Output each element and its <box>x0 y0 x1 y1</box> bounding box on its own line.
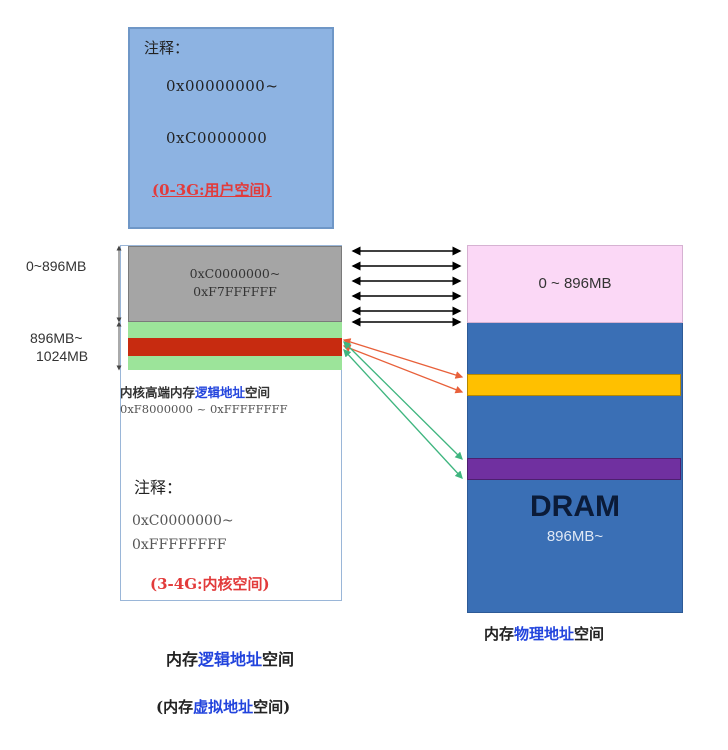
user-space-box: 注释： 0x00000000~ 0xC0000000 (0-3G:用户空间) <box>128 27 334 229</box>
high-mem-band-green-top <box>128 322 342 338</box>
high-mem-band-green-bottom <box>128 356 342 370</box>
label-high-range-line1: 896MB~ <box>30 330 83 346</box>
high-mem-green-arrow <box>343 349 463 479</box>
high-mem-green-arrow <box>343 341 463 460</box>
phys-caption-highlight: 物理地址 <box>514 625 575 643</box>
phys-low-label: 0 ~ 896MB <box>538 275 612 292</box>
kernel-direct-map-region: 0xC0000000~ 0xF7FFFFFF <box>128 246 342 322</box>
kernel-range-start: 0xC0000000~ <box>132 513 234 529</box>
phys-caption-prefix: 内存 <box>484 625 515 643</box>
phys-mapped-band-yellow <box>467 374 681 396</box>
high-mem-band-red <box>128 338 342 356</box>
phys-caption-suffix: 空间 <box>574 625 605 643</box>
physical-space-caption: 内存物理地址空间 <box>484 623 604 644</box>
user-range-start: 0x00000000~ <box>166 77 279 95</box>
kernel-high-mem-label: 内核高端内存逻辑地址空间 <box>120 382 270 401</box>
kernel-range-end: 0xFFFFFFFF <box>132 537 227 553</box>
label-low-range: 0~896MB <box>26 258 87 274</box>
kernel-high-label-highlight: 逻辑地址 <box>195 385 246 400</box>
kernel-note-title: 注释： <box>134 478 183 497</box>
dram-subtitle: 896MB~ <box>546 528 604 545</box>
logical-space-caption: 内存逻辑地址空间 <box>166 646 294 670</box>
high-mem-red-arrow <box>342 344 464 394</box>
logical-caption-suffix: 空间 <box>262 650 295 669</box>
user-note-title: 注释： <box>144 39 190 57</box>
logical-caption-prefix: 内存 <box>166 650 199 669</box>
logical-caption-highlight: 逻辑地址 <box>198 650 263 669</box>
phys-low-region: 0 ~ 896MB <box>467 245 683 323</box>
virtual-caption-suffix: 空间) <box>253 698 291 716</box>
virtual-caption-open: (内存 <box>156 698 194 716</box>
kernel-space-label: (3-4G:内核空间) <box>150 575 270 593</box>
high-mem-red-arrow <box>342 338 464 379</box>
kernel-high-mem-range: 0xF8000000 ~ 0xFFFFFFFF <box>120 402 288 416</box>
label-high-range-line2: 1024MB <box>36 348 89 364</box>
direct-map-start: 0xC0000000~ <box>189 266 281 281</box>
kernel-high-label-suffix: 空间 <box>245 385 271 400</box>
user-range-end: 0xC0000000 <box>166 129 268 147</box>
kernel-high-label-prefix: 内核高端内存 <box>120 385 196 400</box>
dram-title: DRAM <box>530 490 620 523</box>
user-space-label: (0-3G:用户空间) <box>152 181 272 199</box>
virtual-caption-highlight: 虚拟地址 <box>193 698 254 716</box>
phys-mapped-band-purple <box>467 458 681 480</box>
virtual-space-caption: (内存虚拟地址空间) <box>156 696 290 717</box>
direct-map-end: 0xF7FFFFFF <box>193 284 277 299</box>
